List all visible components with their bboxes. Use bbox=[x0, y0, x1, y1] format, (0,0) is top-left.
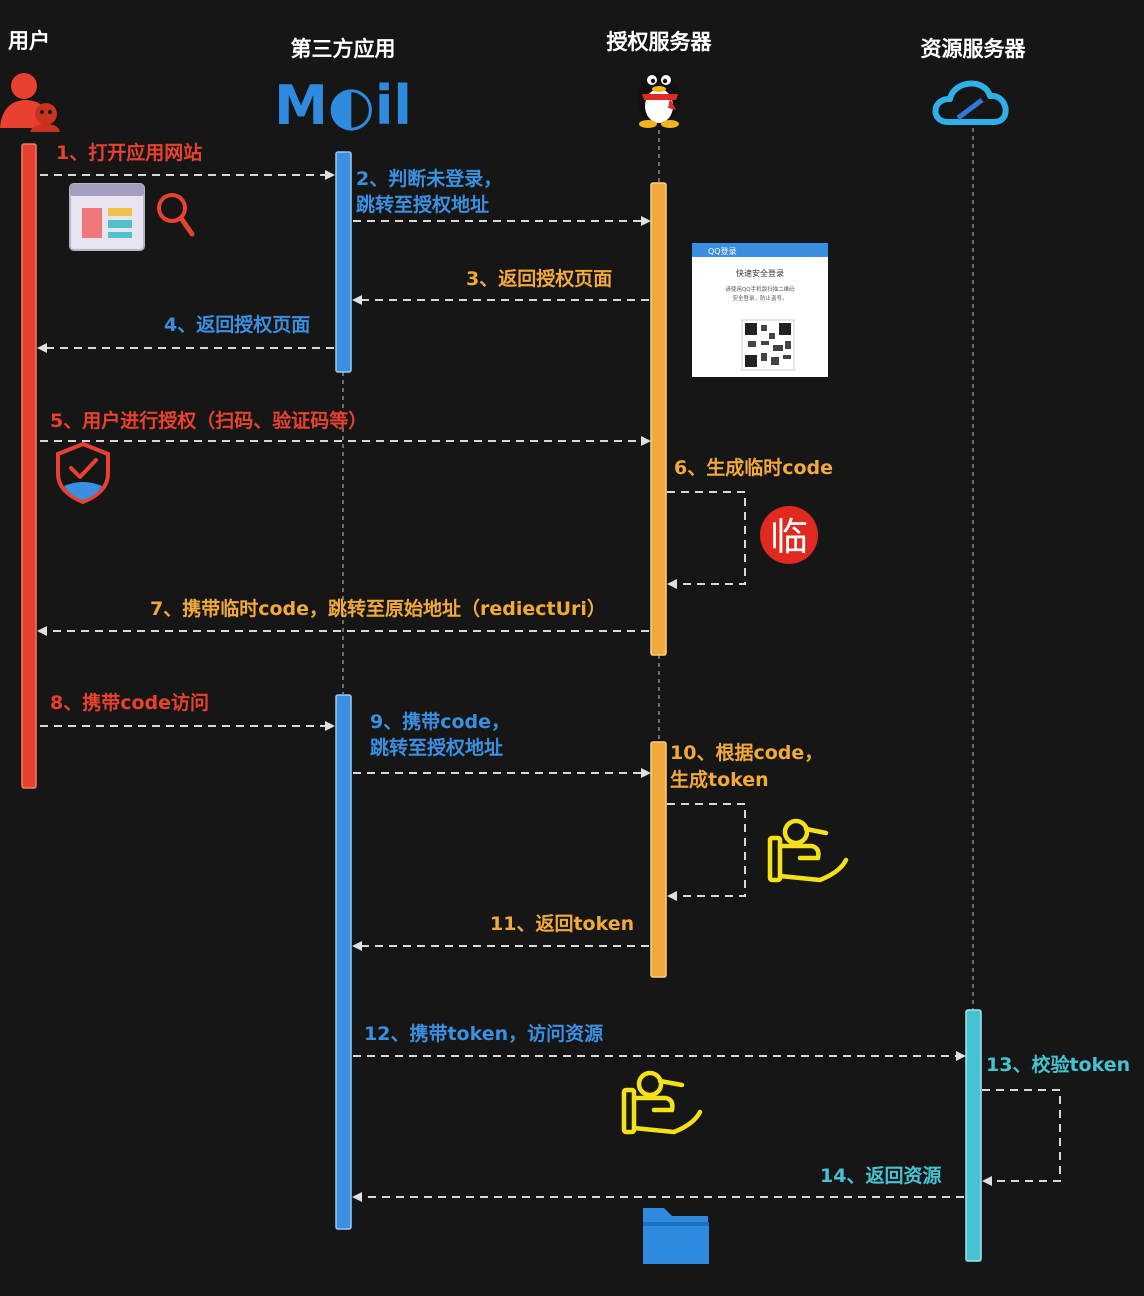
qr-panel-heading: 快速安全登录 bbox=[736, 268, 784, 278]
step-8-label: 8、携带code访问 bbox=[50, 691, 209, 714]
step-6-label: 6、生成临时code bbox=[674, 456, 833, 479]
step-4-label: 4、返回授权页面 bbox=[164, 313, 310, 336]
qr-panel-line2: 安全登录，防止盗号。 bbox=[732, 294, 787, 302]
arrow-step-13-self bbox=[982, 1089, 1061, 1186]
folder-icon bbox=[643, 1208, 709, 1264]
auth-activation-bar-2 bbox=[650, 741, 667, 978]
actor-resource-label: 资源服务器 bbox=[921, 37, 1027, 61]
hand-token-icon-2 bbox=[621, 1070, 703, 1135]
search-icon bbox=[157, 193, 195, 237]
qq-penguin-icon bbox=[638, 72, 680, 128]
temporary-badge-icon: 临 bbox=[760, 506, 818, 564]
step-9-label-line2: 跳转至授权地址 bbox=[370, 736, 503, 759]
step-10-label-line1: 10、根据code， bbox=[670, 741, 823, 764]
app-activation-bar-2 bbox=[335, 694, 352, 1230]
shield-check-icon bbox=[56, 441, 110, 505]
qr-panel-title: QQ登录 bbox=[708, 246, 737, 256]
hand-token-icon bbox=[767, 818, 849, 883]
user-activation-bar bbox=[21, 143, 37, 789]
step-14-label: 14、返回资源 bbox=[820, 1164, 941, 1187]
auth-activation-bar-1 bbox=[650, 182, 667, 656]
step-2-label-line2: 跳转至授权地址 bbox=[356, 193, 489, 216]
actor-user-label: 用户 bbox=[8, 29, 50, 53]
step-11-label: 11、返回token bbox=[490, 913, 634, 935]
resource-activation-bar bbox=[965, 1009, 982, 1262]
cloud-icon bbox=[932, 80, 1009, 125]
arrow-step-10-self bbox=[667, 803, 746, 901]
arrow-step-6-self bbox=[667, 491, 746, 589]
step-12-label: 12、携带token，访问资源 bbox=[364, 1022, 603, 1045]
step-7-label: 7、携带临时code，跳转至原始地址（rediectUri） bbox=[150, 597, 606, 620]
user-group-icon bbox=[0, 73, 60, 132]
step-1-label: 1、打开应用网站 bbox=[56, 141, 202, 164]
browser-window-icon bbox=[69, 183, 145, 251]
qr-login-panel: QQ登录 快速安全登录 请使用QQ手机版扫描二维码 安全登录，防止盗号。 bbox=[692, 243, 828, 377]
qr-panel-line1: 请使用QQ手机版扫描二维码 bbox=[725, 285, 795, 293]
step-10-label-line2: 生成token bbox=[670, 768, 769, 791]
actor-auth-label: 授权服务器 bbox=[607, 30, 713, 54]
mail-logo-text: M◐il bbox=[274, 74, 412, 137]
app-activation-bar-1 bbox=[335, 151, 352, 373]
step-5-label: 5、用户进行授权（扫码、验证码等） bbox=[50, 409, 367, 432]
qr-code-icon bbox=[741, 319, 795, 371]
mail-logo-icon: M◐il bbox=[274, 74, 412, 137]
step-3-label: 3、返回授权页面 bbox=[466, 267, 612, 290]
step-2-label-line1: 2、判断未登录， bbox=[356, 167, 502, 190]
actor-app-label: 第三方应用 bbox=[291, 37, 396, 61]
temporary-badge-char: 临 bbox=[770, 515, 808, 559]
step-9-label-line1: 9、携带code， bbox=[370, 710, 510, 733]
step-13-label: 13、校验token bbox=[986, 1053, 1130, 1076]
